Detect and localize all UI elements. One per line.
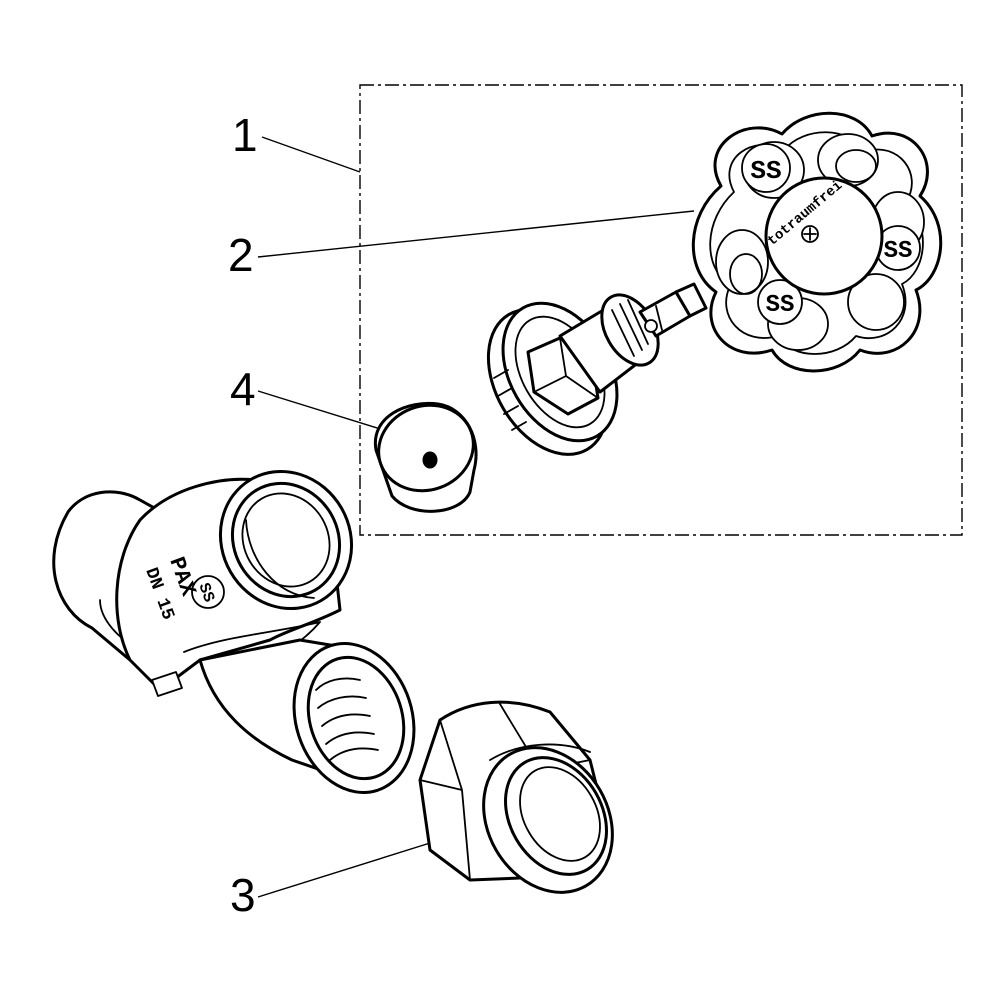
leader-line-2 bbox=[257, 210, 695, 258]
leader-line-4 bbox=[257, 390, 391, 433]
svg-text:SS: SS bbox=[766, 292, 795, 319]
assembly-frame bbox=[359, 84, 963, 536]
leader-line-1 bbox=[261, 136, 361, 173]
wheel-logo-2: SS bbox=[875, 225, 921, 271]
handwheel-icon: SS SS SS totraumfrei bbox=[691, 111, 943, 373]
wheel-logo-3: SS bbox=[757, 279, 803, 325]
callout-item-4: 4 bbox=[230, 363, 256, 415]
callout-item-3: 3 bbox=[230, 869, 256, 921]
leader-lines bbox=[257, 136, 695, 898]
svg-text:SS: SS bbox=[194, 581, 218, 606]
callout-item-1: 1 bbox=[232, 109, 258, 161]
spindle-icon bbox=[486, 282, 708, 456]
wheel-logo-1: SS bbox=[741, 143, 791, 193]
washer-icon bbox=[373, 401, 478, 513]
body-logo: SS bbox=[191, 575, 225, 609]
callout-item-2: 2 bbox=[228, 229, 254, 281]
union-nut-icon bbox=[418, 700, 614, 894]
svg-text:SS: SS bbox=[750, 156, 781, 186]
svg-text:SS: SS bbox=[884, 238, 913, 265]
valve-body-icon: SS PAX DN 15 bbox=[52, 469, 416, 794]
leader-line-3 bbox=[257, 837, 447, 898]
